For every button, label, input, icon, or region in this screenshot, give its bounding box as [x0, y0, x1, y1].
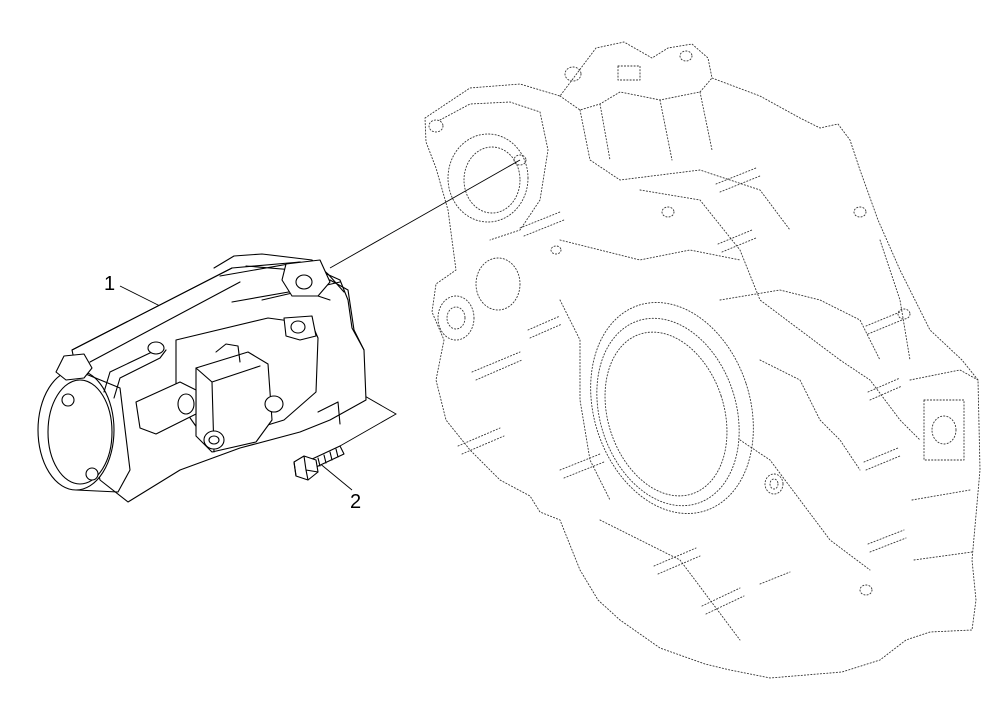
callout-1-label: 1 [104, 273, 115, 295]
flange-bolt [293, 445, 345, 481]
starter-motor [37, 253, 367, 503]
flywheel-housing [424, 41, 981, 679]
housing-studs [457, 167, 907, 615]
callout-2-label: 2 [350, 491, 361, 513]
